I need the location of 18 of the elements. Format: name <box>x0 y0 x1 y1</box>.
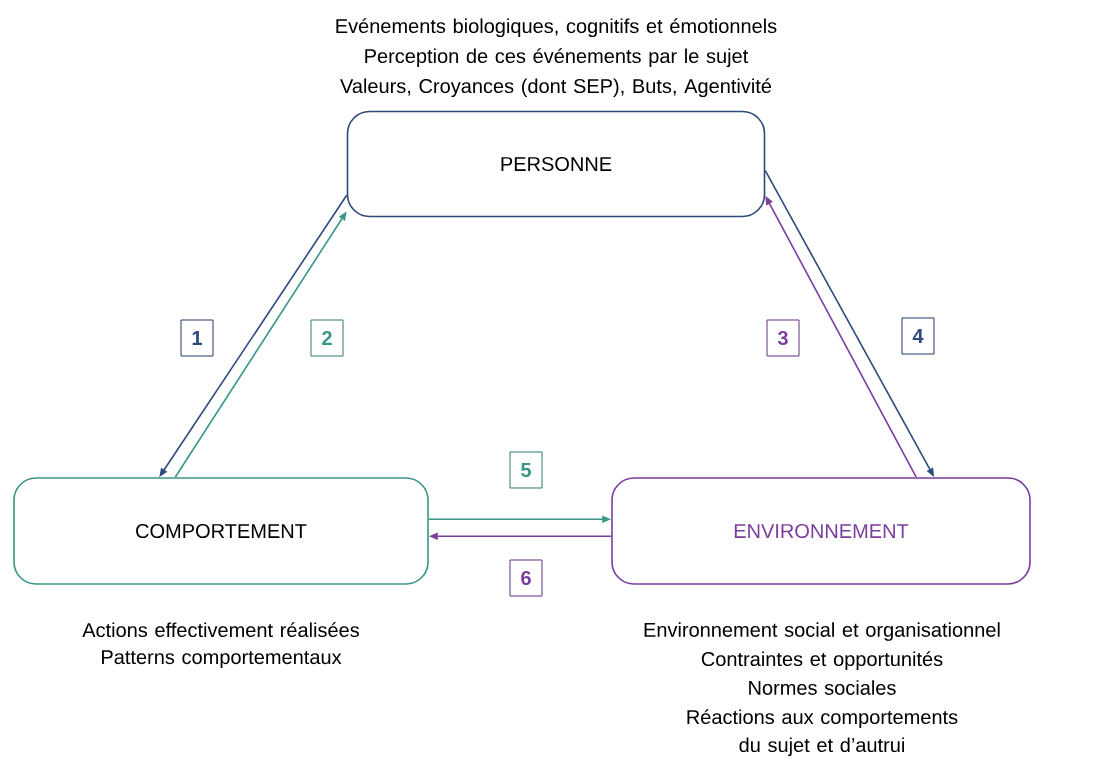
rounded-box: COMPORTEMENT <box>13 477 429 585</box>
description-text: Valeurs, Croyances (dont SEP), Buts, Agentivité <box>340 78 772 98</box>
description-text: Evénements biologiques, cognitifs et émotionnels <box>336 18 777 38</box>
description-text: Perception de ces événements par le sujet <box>365 48 749 68</box>
description-text: Actions effectivement réalisées <box>82 622 359 638</box>
callout-number: 6 <box>509 559 543 597</box>
description-text: Réactions aux comportements du sujet et d’autrui <box>687 709 958 757</box>
callout-number: 4 <box>901 317 935 355</box>
rounded-box: PERSONNE <box>346 110 766 218</box>
callout-number: 5 <box>509 451 543 489</box>
rounded-box: ENVIRONNEMENT <box>611 477 1031 585</box>
callout-number: 3 <box>766 319 800 357</box>
description-text: Environnement social et organisationnel <box>644 622 1000 641</box>
description-text: Contraintes et opportunités <box>701 651 943 671</box>
callout-number: 2 <box>310 319 344 357</box>
description-text: Patterns comportementaux <box>102 650 342 669</box>
callout-number: 1 <box>180 319 214 357</box>
description-text: Normes sociales <box>749 680 896 695</box>
